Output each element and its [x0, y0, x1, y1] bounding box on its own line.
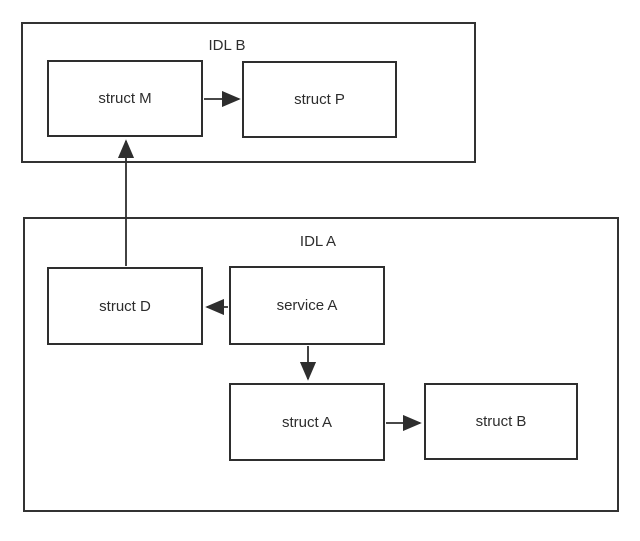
- node-struct-m: struct M: [47, 60, 203, 137]
- node-service-a-label: service A: [276, 297, 338, 314]
- node-struct-p: struct P: [242, 61, 397, 138]
- node-service-a: service A: [229, 266, 385, 345]
- node-struct-d-label: struct D: [99, 297, 151, 315]
- node-struct-b-label: struct B: [475, 413, 527, 430]
- node-struct-d: struct D: [47, 267, 203, 345]
- node-struct-a-label: struct A: [281, 413, 333, 431]
- node-struct-p-label: struct P: [294, 91, 345, 108]
- container-idl-b-label: IDL B: [208, 37, 246, 54]
- node-struct-b: struct B: [424, 383, 578, 460]
- container-idl-a: [23, 217, 619, 512]
- container-idl-a-label: IDL A: [299, 233, 337, 250]
- node-struct-a: struct A: [229, 383, 385, 461]
- node-struct-m-label: struct M: [98, 90, 152, 107]
